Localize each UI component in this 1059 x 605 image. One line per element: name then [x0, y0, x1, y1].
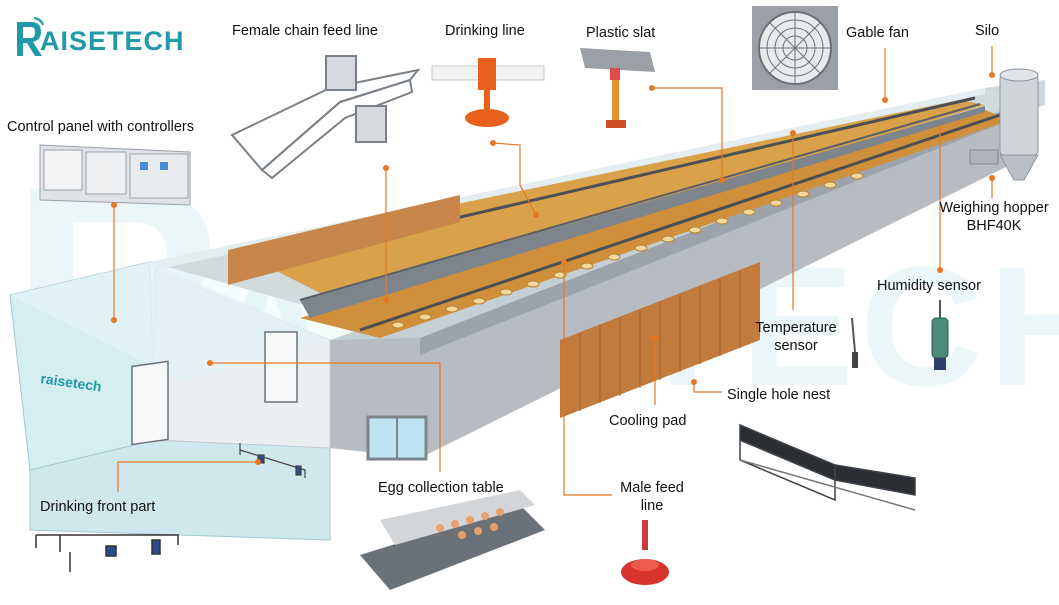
control-panel-inset — [39, 144, 191, 206]
weighing-hopper — [969, 149, 999, 165]
logo-wordmark: AISETECH — [40, 26, 185, 56]
male-feed-pan — [621, 520, 669, 585]
drinking-front-part-inset — [35, 534, 179, 572]
leader-male-feed — [563, 262, 612, 496]
side-door — [264, 331, 298, 403]
humidity-sensor-drawing — [931, 300, 949, 370]
front-room-front-wall — [29, 439, 331, 541]
gable-fan-inset — [752, 6, 838, 90]
label-weighing-hopper-line1: Weighing hopper — [939, 200, 1049, 216]
label-single-hole-nest: Single hole nest — [727, 387, 831, 403]
callout-dots — [111, 72, 995, 465]
center-aisle — [300, 106, 985, 318]
label-silo: Silo — [975, 23, 1000, 39]
leader-drinking-front — [117, 461, 258, 492]
label-humidity-sensor: Humidity sensor — [877, 278, 981, 294]
slat-area-right — [300, 110, 1010, 338]
label-plastic-slat: Plastic slat — [586, 25, 656, 41]
label-cooling-pad: Cooling pad — [609, 413, 687, 429]
callout-leaders — [113, 46, 993, 496]
plastic-slat-inset — [580, 48, 655, 128]
slat-area-left — [235, 100, 985, 298]
single-hole-nest-inset — [739, 423, 916, 511]
label-male-feed-line1: Male feed — [620, 480, 684, 496]
feed-line-3 — [359, 113, 1001, 332]
label-male-feed-line2: line — [640, 498, 664, 514]
front-door — [131, 360, 169, 446]
label-weighing-hopper-line2: BHF40K — [966, 218, 1022, 234]
label-temperature-sensor: Temperature sensor — [740, 319, 852, 355]
feed-line-2 — [299, 103, 981, 301]
leader-egg — [210, 362, 441, 472]
female-chain-feed-line-inset — [230, 55, 421, 180]
near-long-wall — [330, 100, 1030, 458]
cooling-pad-lines — [579, 270, 741, 411]
label-drinking-line: Drinking line — [445, 23, 525, 39]
label-female-chain-feed-line: Female chain feed line — [232, 23, 378, 39]
label-weighing-hopper: Weighing hopper BHF40K — [934, 199, 1054, 235]
raisetech-logo: AISETECH — [14, 16, 184, 60]
label-temperature-line1: Temperature — [755, 320, 837, 336]
front-room-top — [10, 262, 330, 380]
temperature-sensor-drawing — [851, 317, 858, 368]
leader-nest — [693, 382, 722, 393]
silo — [999, 68, 1039, 181]
leader-drinking-line — [492, 142, 537, 216]
label-male-feed-line: Male feed line — [606, 479, 698, 515]
label-drinking-front-part: Drinking front part — [40, 499, 156, 515]
leader-plastic-slat — [652, 87, 723, 180]
label-temperature-line2: sensor — [774, 338, 818, 354]
cooling-pad-left-wall — [228, 195, 460, 285]
logo-r-icon — [17, 16, 44, 56]
egg-collection-table-inset — [360, 490, 545, 590]
label-gable-fan: Gable fan — [846, 25, 909, 41]
feeder-pans — [391, 172, 864, 329]
label-control-panel: Control panel with controllers — [7, 119, 194, 135]
label-egg-collection-table: Egg collection table — [378, 480, 504, 496]
drinking-line-inset — [431, 58, 545, 127]
